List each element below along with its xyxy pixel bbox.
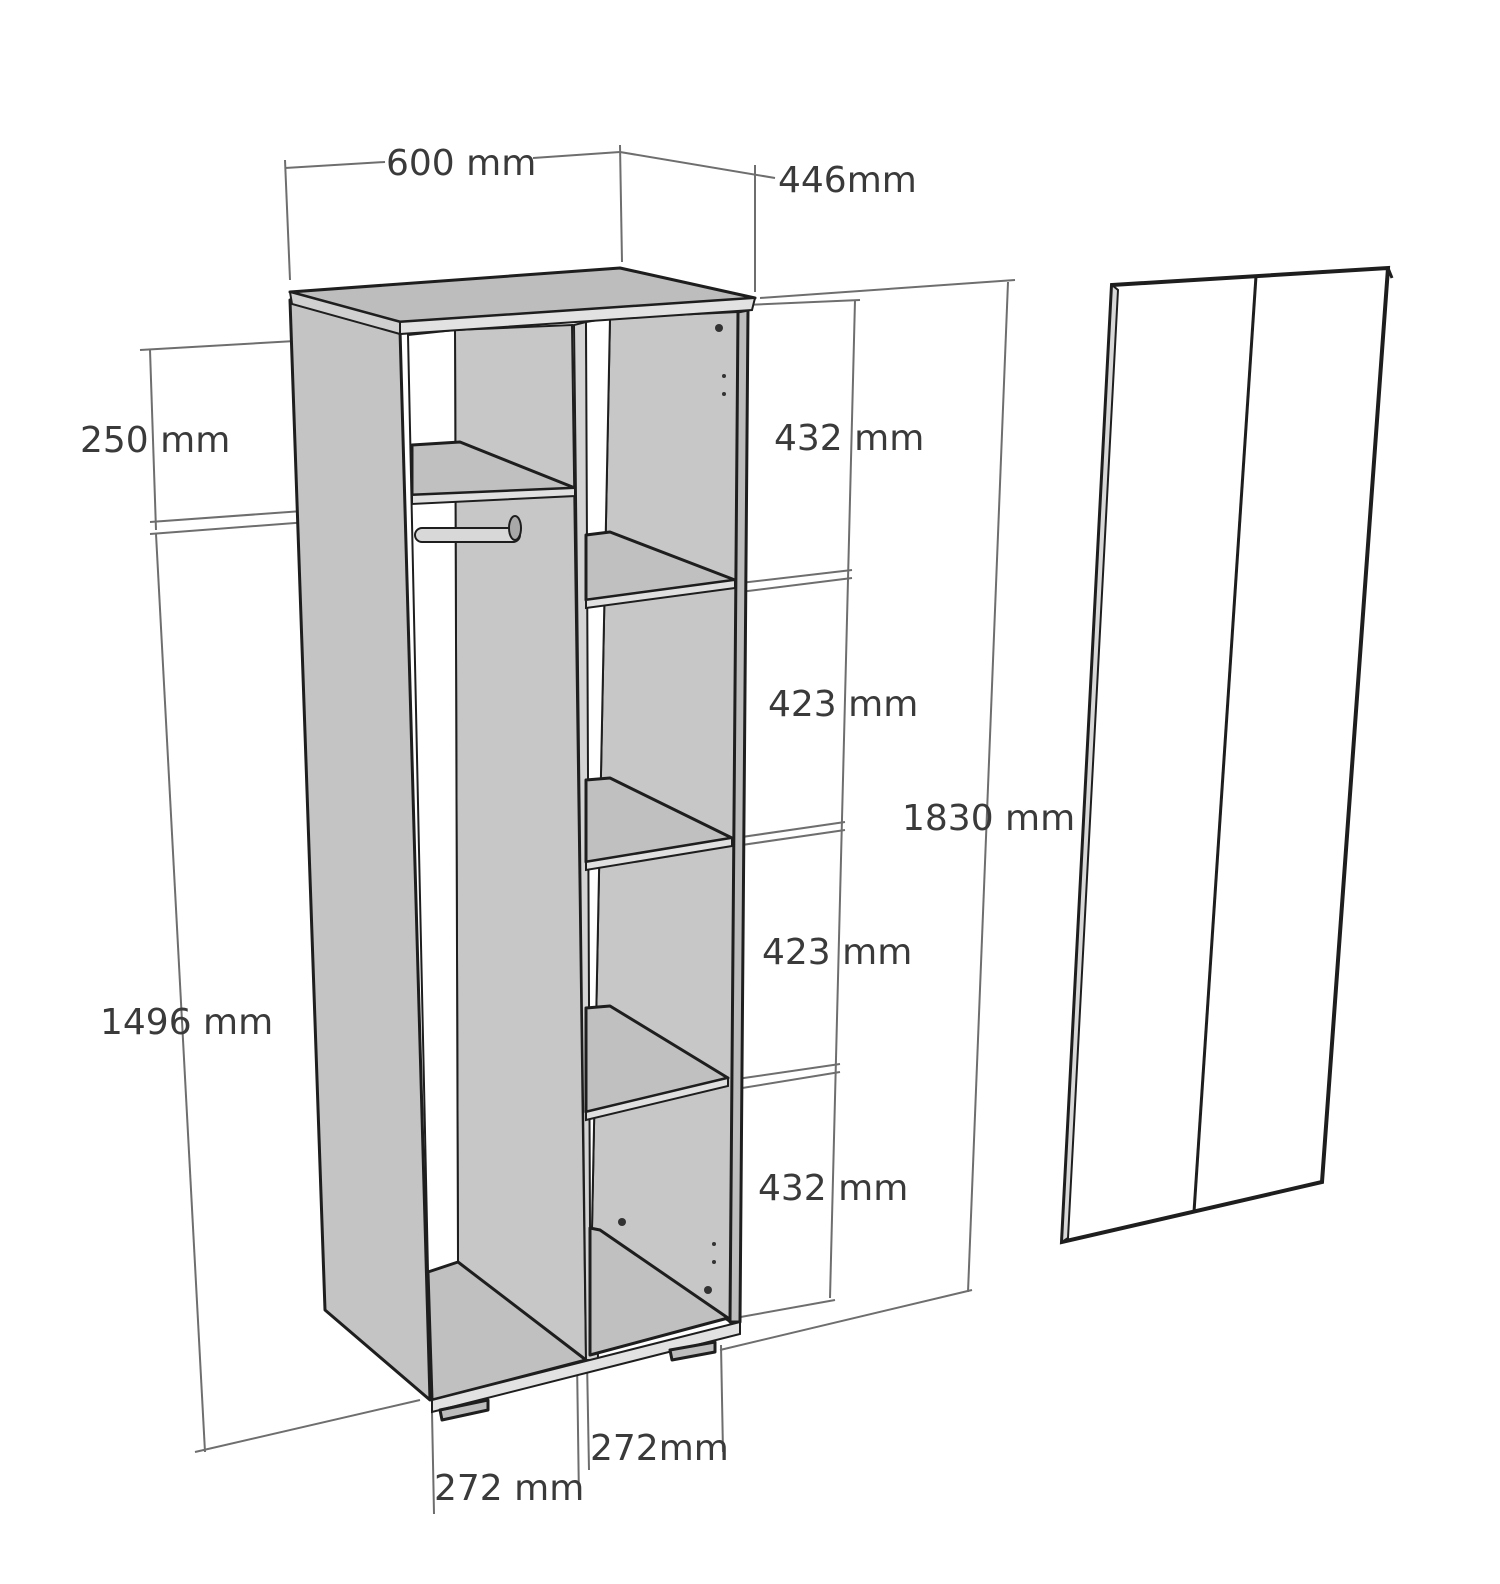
wardrobe-body bbox=[288, 266, 757, 1422]
label-hanging-height: 1496 mm bbox=[100, 1002, 273, 1043]
label-top-compartment: 250 mm bbox=[80, 420, 230, 461]
bottom-right-board bbox=[588, 1226, 730, 1357]
label-left-width: 272 mm bbox=[434, 1468, 584, 1509]
label-shelf-4: 432 mm bbox=[758, 1168, 908, 1209]
top-board-side bbox=[399, 296, 757, 336]
label-depth: 446mm bbox=[778, 160, 917, 201]
hinge-holes bbox=[618, 324, 726, 1294]
plinth-front bbox=[431, 1320, 741, 1414]
label-shelf-2: 423 mm bbox=[768, 684, 918, 725]
foot-back bbox=[668, 1340, 717, 1362]
hat-shelf-front bbox=[411, 486, 576, 506]
hanging-rail bbox=[414, 515, 522, 543]
label-shelf-3: 423 mm bbox=[762, 932, 912, 973]
dimension-labels: 600 mm 446mm 250 mm 1496 mm 1830 mm 432 … bbox=[80, 143, 1075, 1509]
foot-front bbox=[438, 1398, 490, 1422]
label-right-width: 272mm bbox=[590, 1428, 729, 1469]
label-shelf-1: 432 mm bbox=[774, 418, 924, 459]
label-width: 600 mm bbox=[386, 143, 536, 184]
label-total-height: 1830 mm bbox=[902, 798, 1075, 839]
dimension-lines bbox=[139, 144, 1016, 1515]
left-side-panel bbox=[288, 298, 432, 1402]
right-shelves bbox=[584, 530, 737, 1122]
door-panel bbox=[1059, 265, 1394, 1245]
